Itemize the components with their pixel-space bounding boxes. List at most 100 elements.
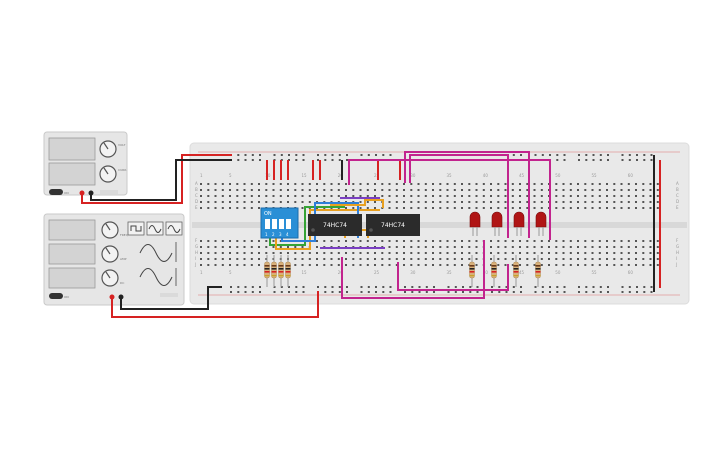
row-label: F	[195, 238, 198, 243]
column-label: 45	[519, 173, 525, 178]
dip-toggle-4[interactable]	[286, 219, 291, 229]
row-label: B	[676, 187, 679, 192]
frequency-display	[48, 219, 96, 241]
dip-toggle-1[interactable]	[265, 219, 270, 229]
sine-wave-icon	[148, 225, 162, 233]
function-generator[interactable]: FREQ AMP DC ON	[43, 213, 185, 306]
red-wire[interactable]	[81, 154, 232, 204]
row-label: C	[195, 193, 198, 198]
orange-wire[interactable]	[330, 199, 384, 208]
resistor[interactable]	[513, 255, 519, 287]
column-label: 1	[200, 270, 203, 275]
amplitude-display	[48, 243, 96, 265]
ic-body	[366, 214, 420, 236]
row-label: D	[195, 199, 198, 204]
resistor[interactable]	[271, 255, 277, 287]
frequency-knob-label: FREQ	[120, 233, 129, 237]
column-labels-top: 151015202530354045505560	[200, 173, 633, 178]
column-label: 25	[374, 173, 380, 178]
green-wire[interactable]	[269, 206, 345, 246]
power-switch[interactable]	[49, 189, 63, 195]
black-wire[interactable]	[120, 286, 222, 310]
row-label: I	[195, 256, 196, 261]
offset-knob-label: DC	[120, 281, 124, 285]
row-label: J	[675, 262, 677, 267]
ic-body	[308, 214, 362, 236]
generator-power-label: ON	[64, 295, 69, 299]
column-label: 25	[374, 270, 380, 275]
row-label: E	[676, 205, 679, 210]
waveform-preview-icon	[139, 244, 173, 262]
column-label: 1	[200, 173, 203, 178]
voltage-display	[48, 137, 96, 161]
column-label: 55	[592, 270, 598, 275]
column-label: 5	[229, 270, 232, 275]
column-label: 35	[447, 270, 453, 275]
row-label: J	[194, 262, 196, 267]
column-label: 30	[410, 270, 416, 275]
power-switch-label: ON	[64, 191, 69, 195]
row-label: B	[195, 187, 198, 192]
square-wave-icon	[130, 225, 142, 232]
ic-chip-1[interactable]: 74HC74	[308, 214, 362, 236]
magenta-wire[interactable]	[341, 240, 485, 299]
row-label: G	[676, 244, 679, 249]
row-label: H	[676, 250, 679, 255]
column-label: 60	[628, 173, 634, 178]
column-label: 60	[628, 270, 634, 275]
led[interactable]	[535, 211, 547, 236]
row-label: G	[195, 244, 198, 249]
dip-number-1: 1	[265, 232, 268, 237]
ic-label: 74HC74	[323, 222, 347, 229]
dip-switch[interactable]: ON 1 2 3 4	[260, 207, 299, 239]
column-label: 40	[483, 173, 489, 178]
dip-number-3: 3	[279, 232, 282, 237]
current-display	[48, 162, 96, 186]
led[interactable]	[491, 211, 503, 236]
magenta-wire[interactable]	[348, 159, 551, 240]
resistor[interactable]	[535, 255, 541, 287]
row-label: E	[195, 205, 198, 210]
leds[interactable]	[469, 211, 547, 236]
dip-toggle-2[interactable]	[272, 219, 277, 229]
ic-label: 74HC74	[381, 222, 405, 229]
column-label: 15	[302, 173, 308, 178]
black-wire[interactable]	[90, 159, 232, 201]
orange-wire[interactable]	[275, 209, 380, 250]
row-label: D	[676, 199, 679, 204]
column-label: 20	[338, 173, 344, 178]
brand-plate	[100, 190, 118, 194]
magenta-wires[interactable]	[341, 151, 551, 299]
pin1-marker	[311, 228, 315, 232]
triangle-wave-icon	[167, 225, 181, 233]
generator-brand-plate	[160, 293, 178, 297]
magenta-wire[interactable]	[397, 262, 509, 291]
resistor[interactable]	[469, 255, 475, 287]
resistor[interactable]	[278, 255, 284, 287]
resistors[interactable]	[264, 255, 541, 287]
led[interactable]	[469, 211, 481, 236]
dip-switch-on-label: ON	[264, 211, 272, 217]
generator-power-switch[interactable]	[49, 293, 63, 299]
column-label: 30	[410, 173, 416, 178]
current-knob-label: CURR	[118, 168, 126, 172]
supply-wires[interactable]	[81, 154, 319, 318]
row-label: A	[676, 181, 679, 186]
column-label: 20	[338, 270, 344, 275]
ic-chip-2[interactable]: 74HC74	[366, 214, 420, 236]
dip-toggle-3[interactable]	[279, 219, 284, 229]
led[interactable]	[513, 211, 525, 236]
dc-power-supply[interactable]: VOLT CURR ON	[43, 131, 128, 196]
waveform-preview-icon	[139, 268, 173, 286]
column-label: 50	[555, 173, 561, 178]
row-label: C	[676, 193, 679, 198]
magenta-wire[interactable]	[409, 154, 509, 238]
resistor[interactable]	[264, 255, 270, 287]
breadboard[interactable]: 151015202530354045505560 151015202530354…	[189, 142, 690, 305]
red-wire[interactable]	[111, 291, 319, 318]
resistor[interactable]	[491, 255, 497, 287]
magenta-wire[interactable]	[404, 151, 530, 238]
resistor[interactable]	[285, 255, 291, 287]
